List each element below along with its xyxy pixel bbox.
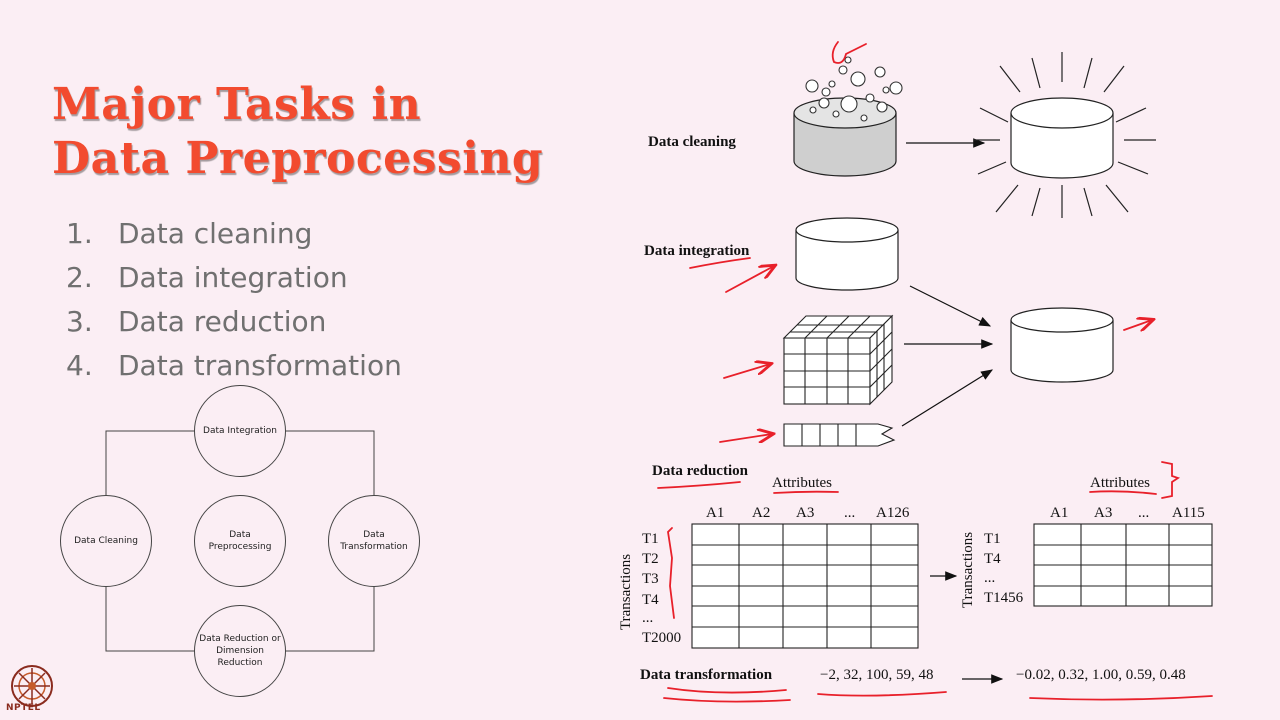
row-header: ...	[642, 610, 654, 626]
slide-title: Major Tasks in Data Preprocessing	[52, 78, 612, 186]
label-data-integration: Data integration	[644, 243, 750, 259]
column-header: A3	[796, 505, 815, 521]
figure-graphics	[657, 41, 1213, 703]
nptel-logo-icon	[11, 665, 53, 707]
right-attribute-table	[1033, 523, 1213, 607]
clean-database-icon	[974, 52, 1156, 218]
list-label: Data cleaning	[118, 217, 313, 250]
column-header: A3	[1094, 505, 1113, 521]
node-data-integration: Data Integration	[194, 385, 286, 477]
row-header: T2	[642, 551, 659, 567]
label-attributes-right: Attributes	[1090, 475, 1150, 491]
title-line-2: Data Preprocessing	[52, 133, 544, 184]
node-data-transformation: Data Transformation	[328, 495, 420, 587]
nptel-logo-text: NPTEL	[6, 703, 41, 713]
node-data-reduction: Data Reduction or Dimension Reduction	[194, 605, 286, 697]
label-data-cleaning: Data cleaning	[648, 134, 736, 150]
column-header: A126	[876, 505, 910, 521]
list-label: Data integration	[118, 261, 348, 294]
list-item: 3. Data reduction	[66, 302, 402, 346]
node-data-preprocessing: Data Preprocessing	[194, 495, 286, 587]
row-header: T1	[642, 531, 659, 547]
column-header: A1	[1050, 505, 1069, 521]
source-database-icon	[795, 217, 899, 291]
red-annotations	[657, 41, 1213, 703]
label-transactions-right: Transactions	[960, 531, 976, 608]
row-header: T1	[984, 531, 1001, 547]
column-header: A1	[706, 505, 725, 521]
list-number: 3.	[66, 305, 93, 338]
list-item: 4. Data transformation	[66, 346, 402, 390]
task-list: 1. Data cleaning 2. Data integration 3. Dat…	[66, 214, 402, 390]
list-number: 2.	[66, 261, 93, 294]
data-cube-icon	[782, 314, 894, 406]
row-header: T3	[642, 571, 659, 587]
row-header: T2000	[642, 630, 682, 646]
row-header: T4	[984, 551, 1001, 567]
preprocessing-cycle-diagram: Data Integration Data Cleaning Data Prep…	[0, 380, 440, 700]
data-strip-icon	[783, 423, 896, 447]
left-attribute-table	[691, 523, 919, 649]
preprocessing-figure: Data cleaning Data integration Data redu…	[600, 30, 1280, 720]
label-attributes-left: Attributes	[772, 475, 832, 491]
list-number: 1.	[66, 217, 93, 250]
row-header: T4	[642, 592, 659, 608]
row-header: ...	[984, 570, 996, 586]
node-data-cleaning: Data Cleaning	[60, 495, 152, 587]
column-header: A115	[1172, 505, 1205, 521]
label-transactions-left: Transactions	[618, 553, 634, 630]
column-header: A2	[752, 505, 771, 521]
label-data-transformation: Data transformation	[640, 667, 773, 683]
integrated-database-icon	[1010, 307, 1114, 383]
transform-output-values: −0.02, 0.32, 1.00, 0.59, 0.48	[1016, 667, 1186, 683]
list-item: 1. Data cleaning	[66, 214, 402, 258]
list-label: Data transformation	[118, 349, 402, 382]
column-header: ...	[844, 505, 856, 521]
list-item: 2. Data integration	[66, 258, 402, 302]
list-label: Data reduction	[118, 305, 327, 338]
title-line-1: Major Tasks in	[52, 79, 422, 130]
transform-input-values: −2, 32, 100, 59, 48	[820, 667, 934, 683]
column-header: ...	[1138, 505, 1150, 521]
label-data-reduction: Data reduction	[652, 463, 748, 479]
list-number: 4.	[66, 349, 93, 382]
dirty-database-icon	[793, 56, 903, 177]
row-header: T1456	[984, 590, 1024, 606]
